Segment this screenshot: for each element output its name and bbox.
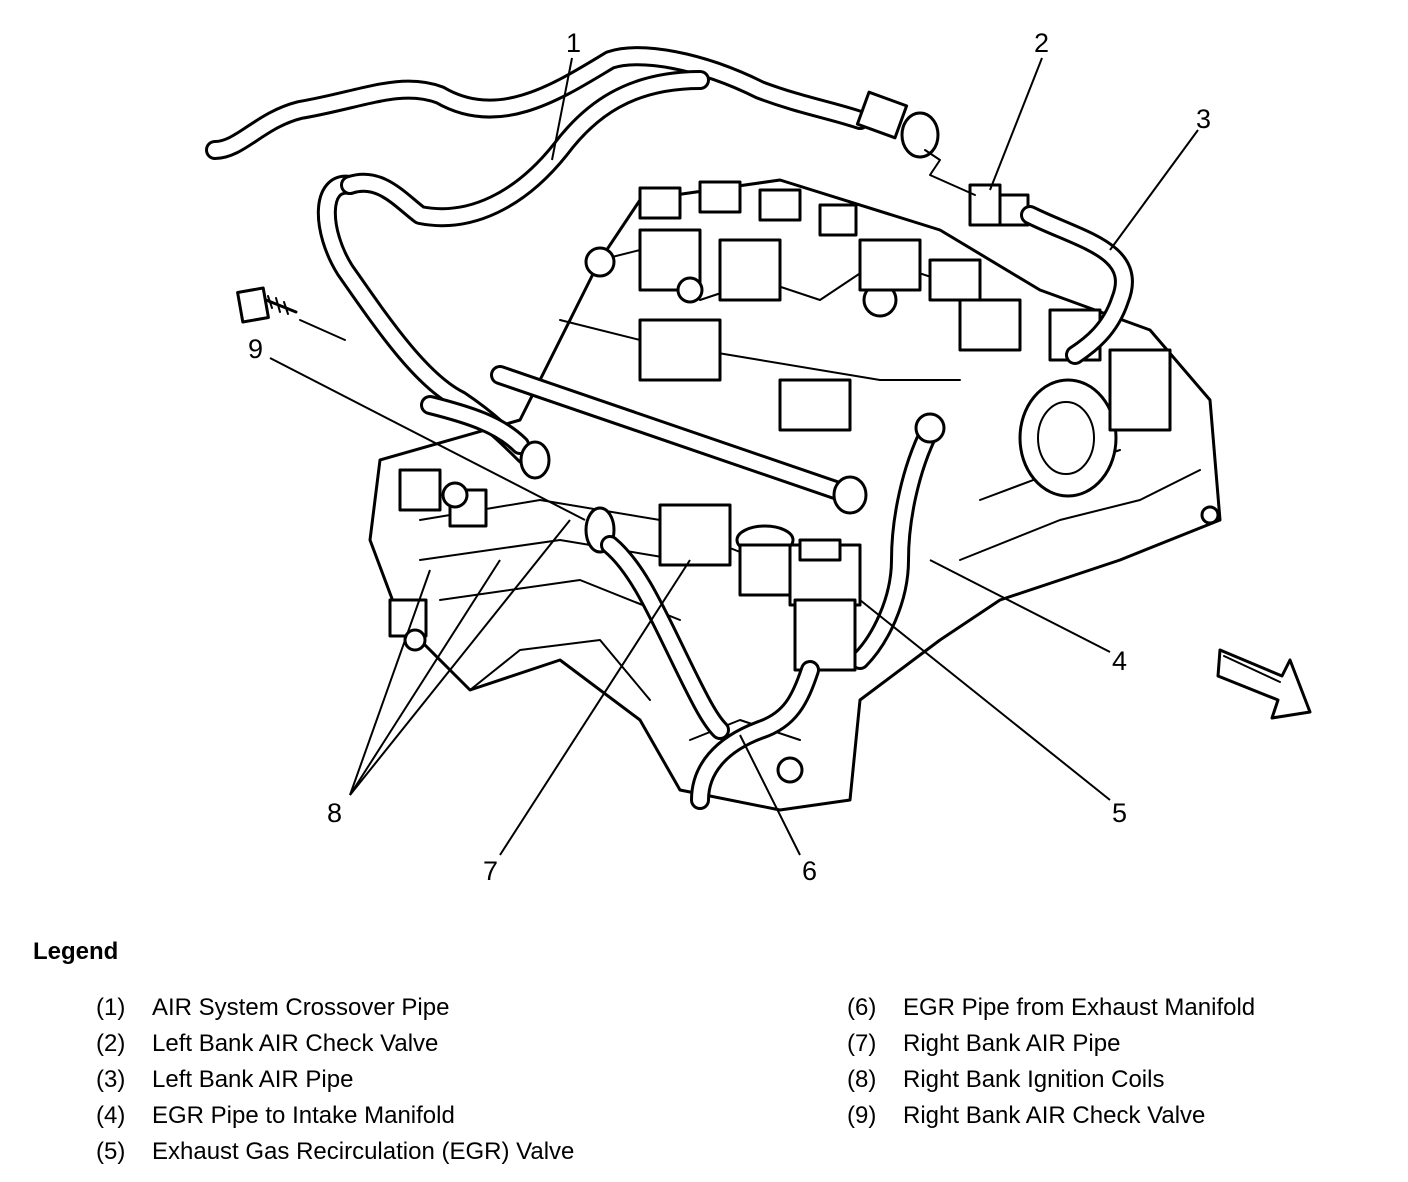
legend-item-number: (3)	[96, 1066, 126, 1093]
right-bank-air-parts	[420, 395, 795, 740]
legend-item-label: Left Bank AIR Pipe	[152, 1066, 354, 1093]
legend-item: (1) AIR System Crossover Pipe	[96, 990, 574, 1026]
legend-item-label: EGR Pipe from Exhaust Manifold	[903, 994, 1256, 1021]
legend-item: (5) Exhaust Gas Recirculation (EGR) Valve	[96, 1134, 574, 1170]
legend-item-number: (4)	[96, 1102, 126, 1129]
ignition-coils	[388, 468, 488, 652]
legend-item-label: Right Bank Ignition Coils	[903, 1066, 1165, 1093]
legend-item-label: Right Bank AIR Check Valve	[903, 1102, 1206, 1129]
legend-right-column: (6) EGR Pipe from Exhaust Manifold (7) Rig…	[847, 990, 1255, 1134]
callout-6: 6	[802, 856, 817, 886]
legend-title: Legend	[33, 938, 119, 965]
egr-pipe-to-intake	[850, 412, 946, 670]
legend-item-label: EGR Pipe to Intake Manifold	[152, 1102, 455, 1129]
egr-pipe-from-exhaust	[690, 660, 820, 810]
legend-item-label: Left Bank AIR Check Valve	[152, 1030, 439, 1057]
leader-lines	[269, 57, 1199, 856]
air-crossover-pipe	[205, 46, 940, 465]
legend-item: (4) EGR Pipe to Intake Manifold	[96, 1098, 574, 1134]
legend-item-number: (1)	[96, 994, 126, 1021]
egr-valve	[788, 538, 862, 672]
legend-item: (8) Right Bank Ignition Coils	[847, 1062, 1255, 1098]
left-bank-air-parts	[924, 149, 1134, 365]
callout-8: 8	[327, 798, 342, 828]
legend-item-label: Exhaust Gas Recirculation (EGR) Valve	[152, 1138, 575, 1165]
intake-tube	[490, 365, 868, 515]
legend-item: (9) Right Bank AIR Check Valve	[847, 1098, 1255, 1134]
legend-item-number: (8)	[847, 1066, 877, 1093]
callout-9: 9	[248, 334, 263, 364]
legend-item-number: (9)	[847, 1102, 877, 1129]
legend-item-number: (6)	[847, 994, 877, 1021]
callout-3: 3	[1196, 104, 1211, 134]
legend-item-label: AIR System Crossover Pipe	[152, 994, 450, 1021]
legend-item-number: (7)	[847, 1030, 877, 1057]
legend-item: (7) Right Bank AIR Pipe	[847, 1026, 1255, 1062]
legend-item-number: (5)	[96, 1138, 126, 1165]
mounting-bolt	[236, 286, 346, 341]
engine-block	[368, 178, 1222, 812]
legend-item: (2) Left Bank AIR Check Valve	[96, 1026, 574, 1062]
front-direction-arrow-icon	[1216, 648, 1312, 720]
callout-5: 5	[1112, 798, 1127, 828]
throttle-body	[1018, 308, 1220, 525]
legend-left-column: (1) AIR System Crossover Pipe (2) Left Ban…	[96, 990, 574, 1170]
callout-7: 7	[483, 856, 498, 886]
legend-item-label: Right Bank AIR Pipe	[903, 1030, 1121, 1057]
callout-4: 4	[1112, 646, 1127, 676]
legend-item: (3) Left Bank AIR Pipe	[96, 1062, 574, 1098]
engine-diagram: 1 2 3 4 5 6 7 8 9	[205, 28, 1312, 886]
legend-item: (6) EGR Pipe from Exhaust Manifold	[847, 990, 1255, 1026]
legend-item-number: (2)	[96, 1030, 126, 1057]
callout-1: 1	[566, 28, 581, 58]
callout-2: 2	[1034, 28, 1049, 58]
